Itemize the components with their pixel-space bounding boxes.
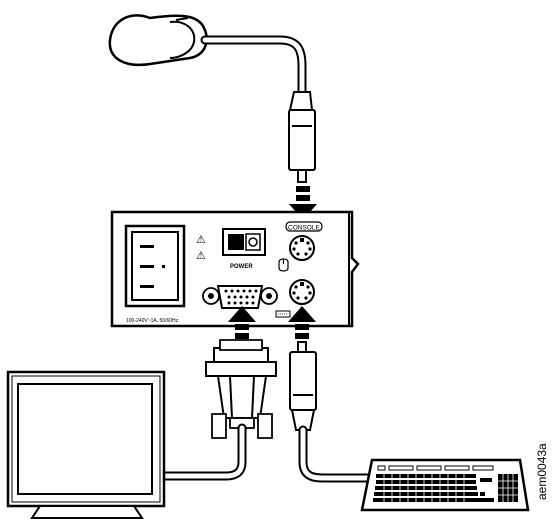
vga-port[interactable] <box>202 285 278 309</box>
mouse-port-icon <box>278 258 289 272</box>
mouse-ps2-port[interactable] <box>289 235 315 261</box>
keyboard-port-icon <box>275 310 291 318</box>
keyboard-ps2-plug <box>289 341 317 431</box>
vga-connect-arrow <box>228 306 256 339</box>
mouse-cable <box>200 35 307 100</box>
figure-id: aem0043a <box>535 443 549 500</box>
vga-cable <box>159 423 247 481</box>
monitor <box>6 370 166 519</box>
keyboard-connect-arrow <box>288 306 316 339</box>
kvm-unit-panel: 100-240V~1A, 50/60Hz ⚠ ⚠ POWER <box>110 210 360 328</box>
power-label: POWER <box>230 264 253 270</box>
keyboard <box>360 458 530 512</box>
power-switch[interactable] <box>222 228 266 256</box>
warning-icon: ⚠ <box>196 250 206 262</box>
vga-plug <box>205 339 277 439</box>
console-label: CONSOLE <box>285 221 323 232</box>
power-inlet <box>124 224 186 308</box>
power-rating-label: 100-240V~1A, 50/60Hz <box>126 318 179 324</box>
keyboard-ps2-port[interactable] <box>289 279 315 305</box>
mouse-ps2-plug <box>288 91 316 183</box>
keyboard-cable <box>298 425 377 483</box>
warning-icon: ⚠ <box>196 234 206 246</box>
svg-text:CONSOLE: CONSOLE <box>288 225 320 232</box>
mouse <box>108 14 208 67</box>
